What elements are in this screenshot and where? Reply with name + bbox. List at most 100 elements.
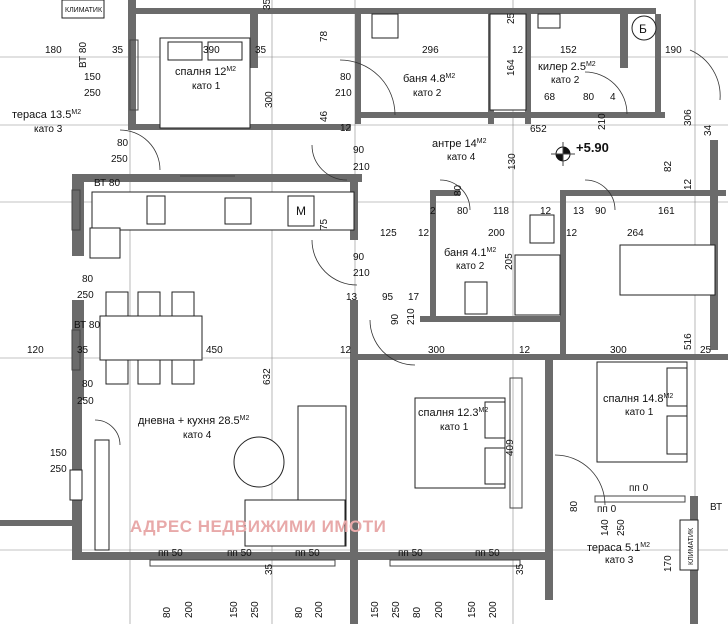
- room-name-living: дневна + кухня 28.5М2: [138, 415, 249, 427]
- room-floor-living: като 4: [183, 430, 212, 441]
- room-floor-bath-a: като 2: [413, 88, 442, 99]
- dim-label: 632: [262, 368, 273, 385]
- dim-label: 250: [50, 464, 67, 475]
- dim-label: 80: [294, 606, 305, 618]
- dim-label: 12: [519, 345, 531, 356]
- pp50-label-2: пп 50: [227, 548, 252, 559]
- room-floor-terrace-b: като 3: [605, 555, 634, 566]
- dim-label: 164: [506, 59, 517, 76]
- dim-label: 250: [77, 290, 94, 301]
- dim-label: 300: [610, 345, 627, 356]
- dim-label: 150: [467, 601, 478, 618]
- kitchen-counter: [91, 191, 355, 231]
- dim-label: 409: [505, 439, 516, 456]
- dim-label: 80: [453, 184, 464, 196]
- dim-label: 90: [353, 145, 365, 156]
- vt-label-terrace: ВТ: [710, 502, 722, 513]
- dim-label: 150: [229, 601, 240, 618]
- pp0-label-b: пп 0: [597, 504, 617, 515]
- dim-label: 264: [627, 228, 644, 239]
- room-name-bath-a: баня 4.8М2: [403, 73, 455, 85]
- pp50-label-1: пп 50: [158, 548, 183, 559]
- dim-label: 75: [319, 218, 330, 230]
- dim-label: 46: [319, 110, 330, 122]
- dim-label: 250: [616, 519, 627, 536]
- dim-label: 35: [264, 563, 275, 575]
- room-floor-storage: като 2: [551, 75, 580, 86]
- shower-b: [514, 254, 561, 316]
- dim-label: 180: [45, 45, 62, 56]
- dim-label: 68: [544, 92, 556, 103]
- dim-label: 296: [422, 45, 439, 56]
- dimension-labels-vertical: 300 78 46 164 25 210 306 34 130 80 82 12…: [262, 0, 714, 575]
- dim-label: 12: [683, 178, 694, 190]
- dim-label: 12: [418, 228, 430, 239]
- room-name-bedroom-a: спалня 12М2: [175, 66, 236, 78]
- bottom-dimensions: 80 200 150 250 80 200 150 250 80 200 150…: [162, 601, 499, 618]
- dim-label: 170: [663, 555, 674, 572]
- dim-label: 300: [264, 91, 275, 108]
- dim-label: 200: [314, 601, 325, 618]
- pp50-label-5: пп 50: [475, 548, 500, 559]
- vt-label-top: ВТ 80: [78, 42, 89, 68]
- windows: [71, 39, 686, 567]
- vt-label-kitchen: ВТ 80: [94, 178, 120, 189]
- dim-label: 210: [353, 162, 370, 173]
- dim-label: 250: [111, 154, 128, 165]
- dim-label: 140: [600, 519, 611, 536]
- dim-label: 150: [50, 448, 67, 459]
- dim-label: 13: [573, 206, 585, 217]
- washer-label: М: [296, 204, 306, 218]
- dim-label: 80: [82, 379, 94, 390]
- dim-label: 200: [488, 601, 499, 618]
- dim-label: 34: [703, 124, 714, 136]
- dim-label: 12: [340, 123, 352, 134]
- dim-label: 150: [84, 72, 101, 83]
- room-name-hall: антре 14М2: [432, 138, 487, 150]
- room-labels: спалня 12М2 като 1 баня 4.8М2 като 2 кил…: [12, 61, 673, 566]
- level-marker: [551, 142, 575, 166]
- ac-unit-top: [61, 0, 105, 19]
- dining-table: [99, 315, 203, 361]
- dim-label: 25: [506, 12, 517, 24]
- dim-label: 35: [515, 563, 526, 575]
- dimension-labels: 180 35 390 35 296 12 152 190 150 250 80 …: [27, 45, 712, 475]
- dim-label: 12: [540, 206, 552, 217]
- dim-label: 250: [250, 601, 261, 618]
- dim-label: 35: [262, 0, 273, 10]
- dim-label: 12: [340, 345, 352, 356]
- dim-label: 250: [391, 601, 402, 618]
- dim-label: 516: [683, 333, 694, 350]
- dim-label: 150: [370, 601, 381, 618]
- dim-label: 200: [488, 228, 505, 239]
- dim-label: 306: [683, 109, 694, 126]
- dim-label: 652: [530, 124, 547, 135]
- dim-label: 152: [560, 45, 577, 56]
- watermark: АДРЕС НЕДВИЖИМИ ИМОТИ: [130, 517, 386, 536]
- dim-label: 35: [112, 45, 124, 56]
- climatic-label-top: КЛИМАТИК: [65, 7, 103, 14]
- dim-label: 250: [77, 396, 94, 407]
- dim-label: 250: [84, 88, 101, 99]
- room-floor-bedroom-c: като 1: [625, 407, 654, 418]
- dim-label: 80: [583, 92, 595, 103]
- room-floor-bedroom-b: като 1: [440, 422, 469, 433]
- dim-label: 12: [566, 228, 578, 239]
- level-mark: +5.90: [576, 140, 609, 155]
- dim-label: 200: [184, 601, 195, 618]
- fixture-labels: КЛИМАТИК КЛИМАТИК М Б ВТ 80 ВТ 80 ВТ 80 …: [65, 7, 722, 565]
- room-name-bath-b: баня 4.1М2: [444, 247, 496, 259]
- dim-label: 17: [408, 292, 420, 303]
- room-name-storage: килер 2.5М2: [538, 61, 596, 73]
- dim-label: 200: [434, 601, 445, 618]
- dim-label: 300: [428, 345, 445, 356]
- dim-label: 90: [595, 206, 607, 217]
- dim-label: 35: [255, 45, 267, 56]
- dim-label: 210: [353, 268, 370, 279]
- room-name-bedroom-c: спалня 14.8М2: [603, 393, 673, 405]
- dim-label: 80: [340, 72, 352, 83]
- room-floor-bath-b: като 2: [456, 261, 485, 272]
- dim-label: 90: [390, 313, 401, 325]
- dim-label: 80: [117, 138, 129, 149]
